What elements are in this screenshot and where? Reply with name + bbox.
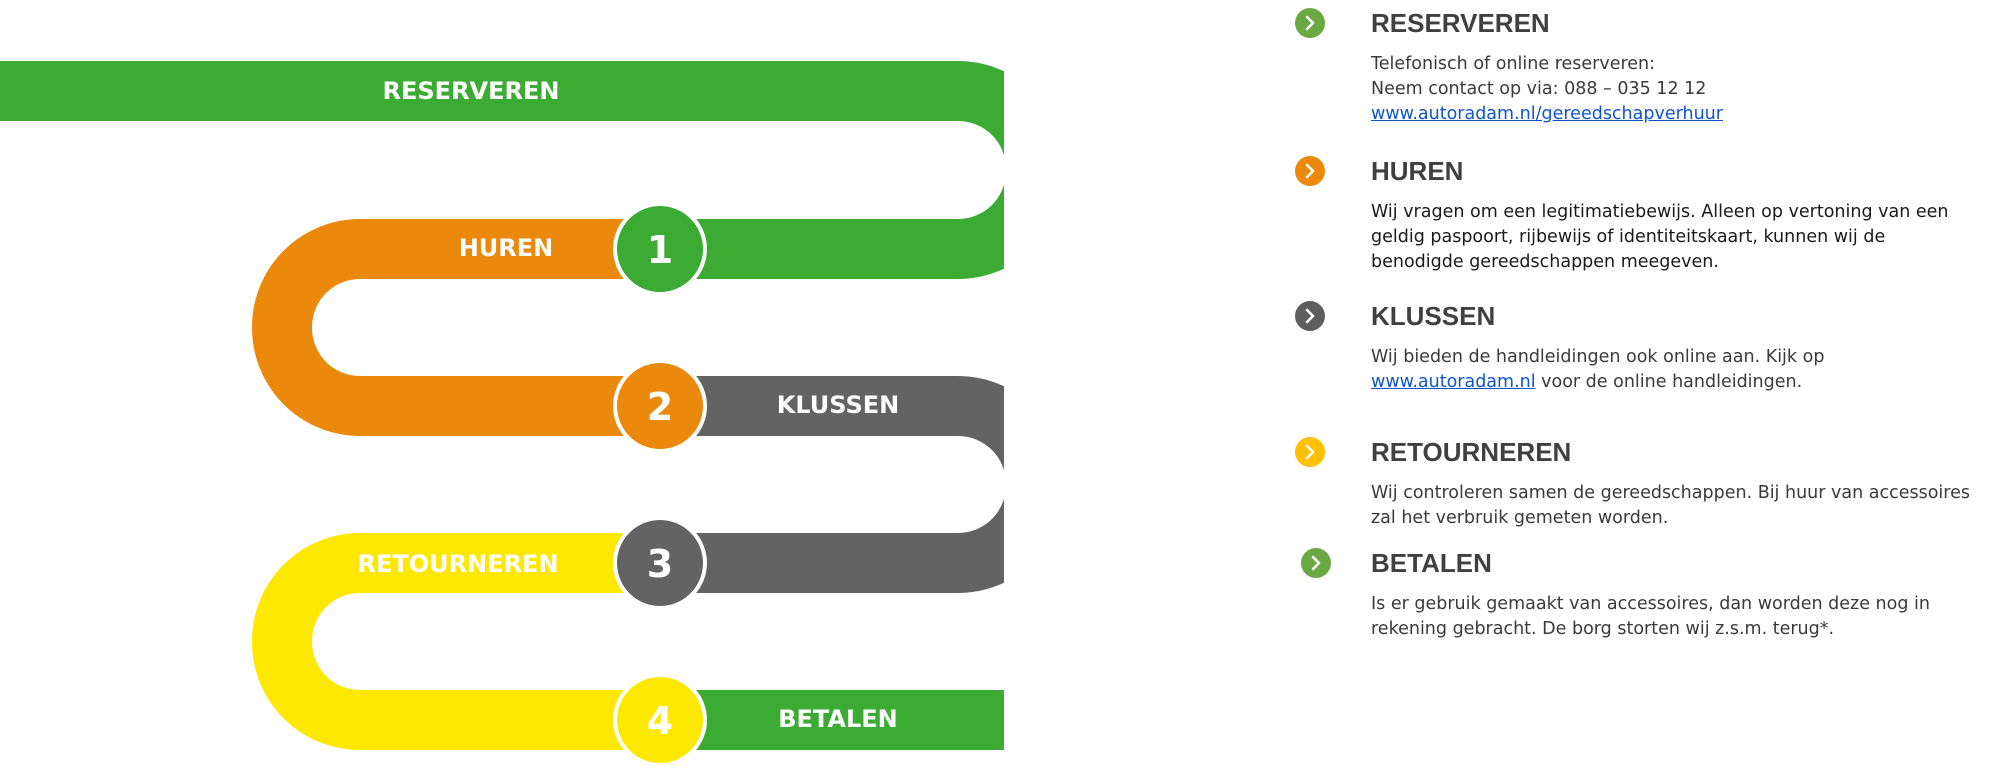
step-marker-number: 1 (647, 228, 673, 272)
step-title: HUREN (1371, 156, 1464, 186)
road-diagram: RESERVEREN HUREN KLUSSEN RETOURNEREN BET… (0, 61, 1004, 767)
step-description: Wij bieden de handleidingen ook online a… (1371, 347, 1825, 392)
road-label-retourneren: RETOURNEREN (357, 550, 558, 578)
chevron-right-icon (1295, 156, 1325, 186)
road-label-huren: HUREN (459, 234, 554, 262)
step-marker-1: 1 (613, 202, 707, 296)
step-description: Telefonisch of online reserveren: Neem co… (1371, 52, 1981, 127)
step-description: Wij vragen om een legitimatiebewijs. All… (1371, 202, 1949, 272)
step-title: KLUSSEN (1371, 301, 1496, 331)
road-label-betalen: BETALEN (778, 705, 898, 733)
step-marker-3: 3 (613, 516, 707, 610)
chevron-right-icon (1295, 301, 1325, 331)
step-marker-number: 4 (647, 699, 673, 743)
road-segment-klussen (660, 376, 1004, 593)
road-segment-huren (252, 219, 660, 436)
road-segment-retourneren (252, 533, 660, 750)
step-marker-circle (613, 202, 707, 296)
step-title: RESERVEREN (1371, 8, 1550, 38)
description-line: Telefonisch of online reserveren: (1371, 54, 1656, 74)
handleidingen-link[interactable]: www.autoradam.nl (1371, 372, 1536, 392)
step-marker-number: 2 (647, 385, 673, 429)
step-title: RETOURNEREN (1371, 437, 1572, 467)
step-marker-circle (613, 673, 707, 767)
chevron-right-icon (1295, 8, 1325, 38)
reserveren-link[interactable]: www.autoradam.nl/gereedschapverhuur (1371, 104, 1723, 124)
road-label-reserveren: RESERVEREN (383, 77, 560, 105)
step-marker-circle (613, 359, 707, 453)
step-marker-circle (613, 516, 707, 610)
step-description: Wij controleren samen de gereedschappen.… (1371, 483, 1970, 528)
step-marker-2: 2 (613, 359, 707, 453)
step-marker-4: 4 (613, 673, 707, 767)
description-line: Neem contact op via: 088 – 035 12 12 (1371, 79, 1707, 99)
road-label-klussen: KLUSSEN (777, 391, 900, 419)
chevron-right-icon (1295, 437, 1325, 467)
chevron-right-icon (1301, 548, 1331, 578)
road-segment-reserveren-curve (0, 61, 1004, 279)
step-title: BETALEN (1371, 548, 1492, 578)
step-marker-number: 3 (647, 542, 673, 586)
step-description: Is er gebruik gemaakt van accessoires, d… (1371, 594, 1930, 639)
